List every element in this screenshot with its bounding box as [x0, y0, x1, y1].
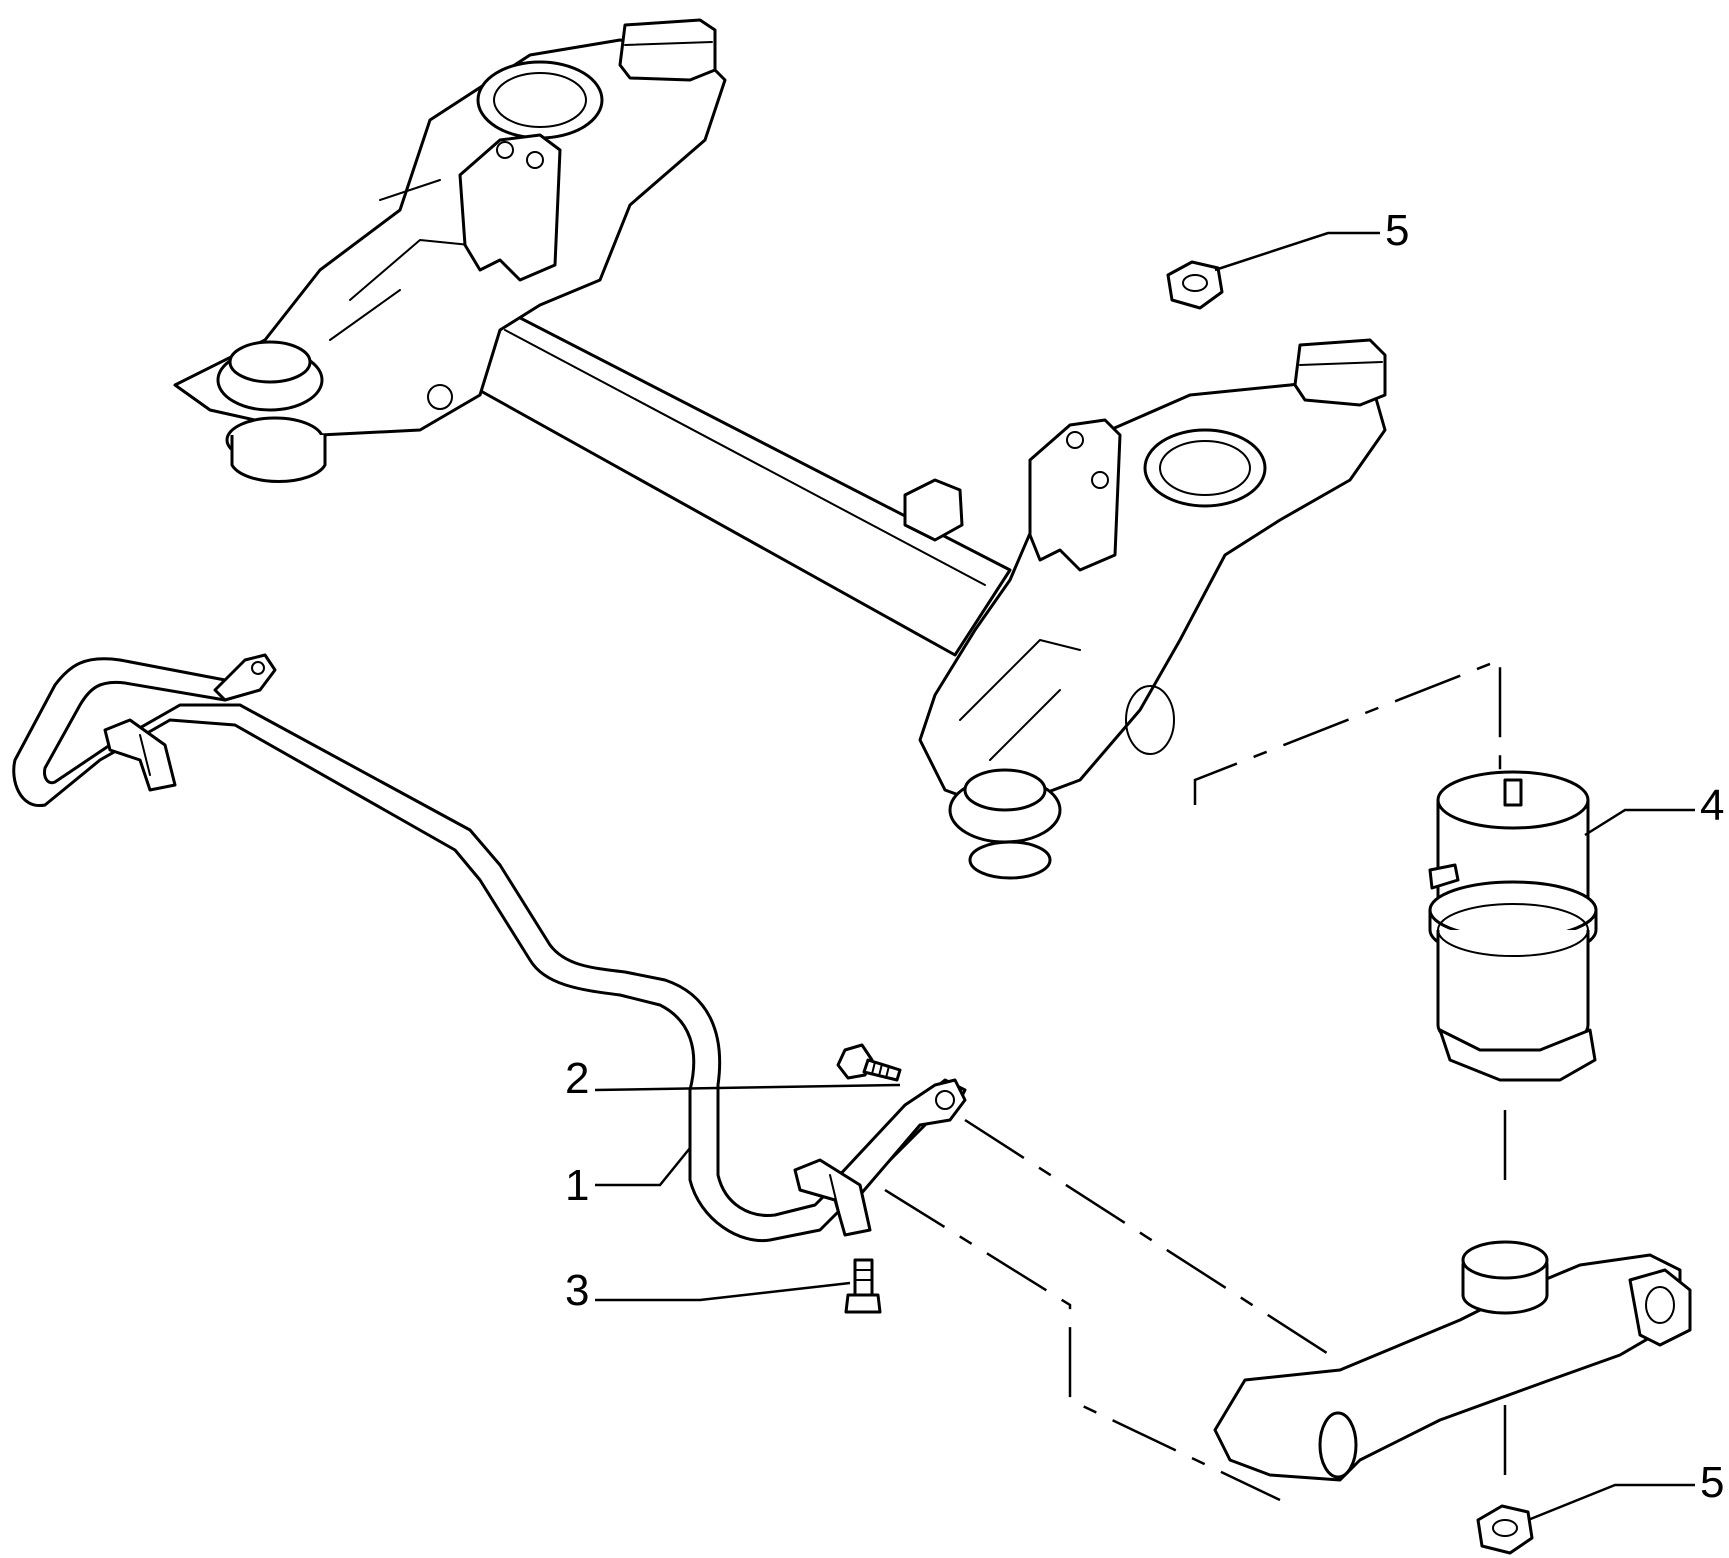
- leader-4: [1584, 808, 1695, 837]
- leader-3: [595, 1281, 851, 1302]
- callout-5-lower: 5: [1700, 1458, 1724, 1507]
- callout-1: 1: [565, 1161, 589, 1210]
- callout-5-upper: 5: [1385, 206, 1409, 255]
- drop-link: [833, 1078, 967, 1197]
- callout-3: 3: [565, 1266, 589, 1315]
- nut-item-5-upper: [1166, 260, 1224, 310]
- callout-2: 2: [565, 1054, 589, 1103]
- lower-arm: [1213, 1240, 1692, 1482]
- callout-4: 4: [1700, 781, 1724, 830]
- leader-lines: [594, 231, 1695, 1522]
- bolt-item-2: [836, 1043, 902, 1082]
- leader-5-lower: [1527, 1483, 1695, 1522]
- spring-damper-item-4: [1428, 770, 1598, 1082]
- nut-item-5-lower: [1476, 1504, 1534, 1555]
- assembly-centerlines: [884, 658, 1507, 1502]
- left-bar-clamp: [103, 718, 177, 792]
- right-bar-clamp: [793, 1158, 872, 1237]
- leader-5-upper: [1214, 231, 1380, 272]
- screw-item-3: [844, 1258, 882, 1314]
- leader-2: [594, 1083, 901, 1092]
- axle-beam: [173, 18, 1387, 880]
- leader-1: [595, 1147, 691, 1187]
